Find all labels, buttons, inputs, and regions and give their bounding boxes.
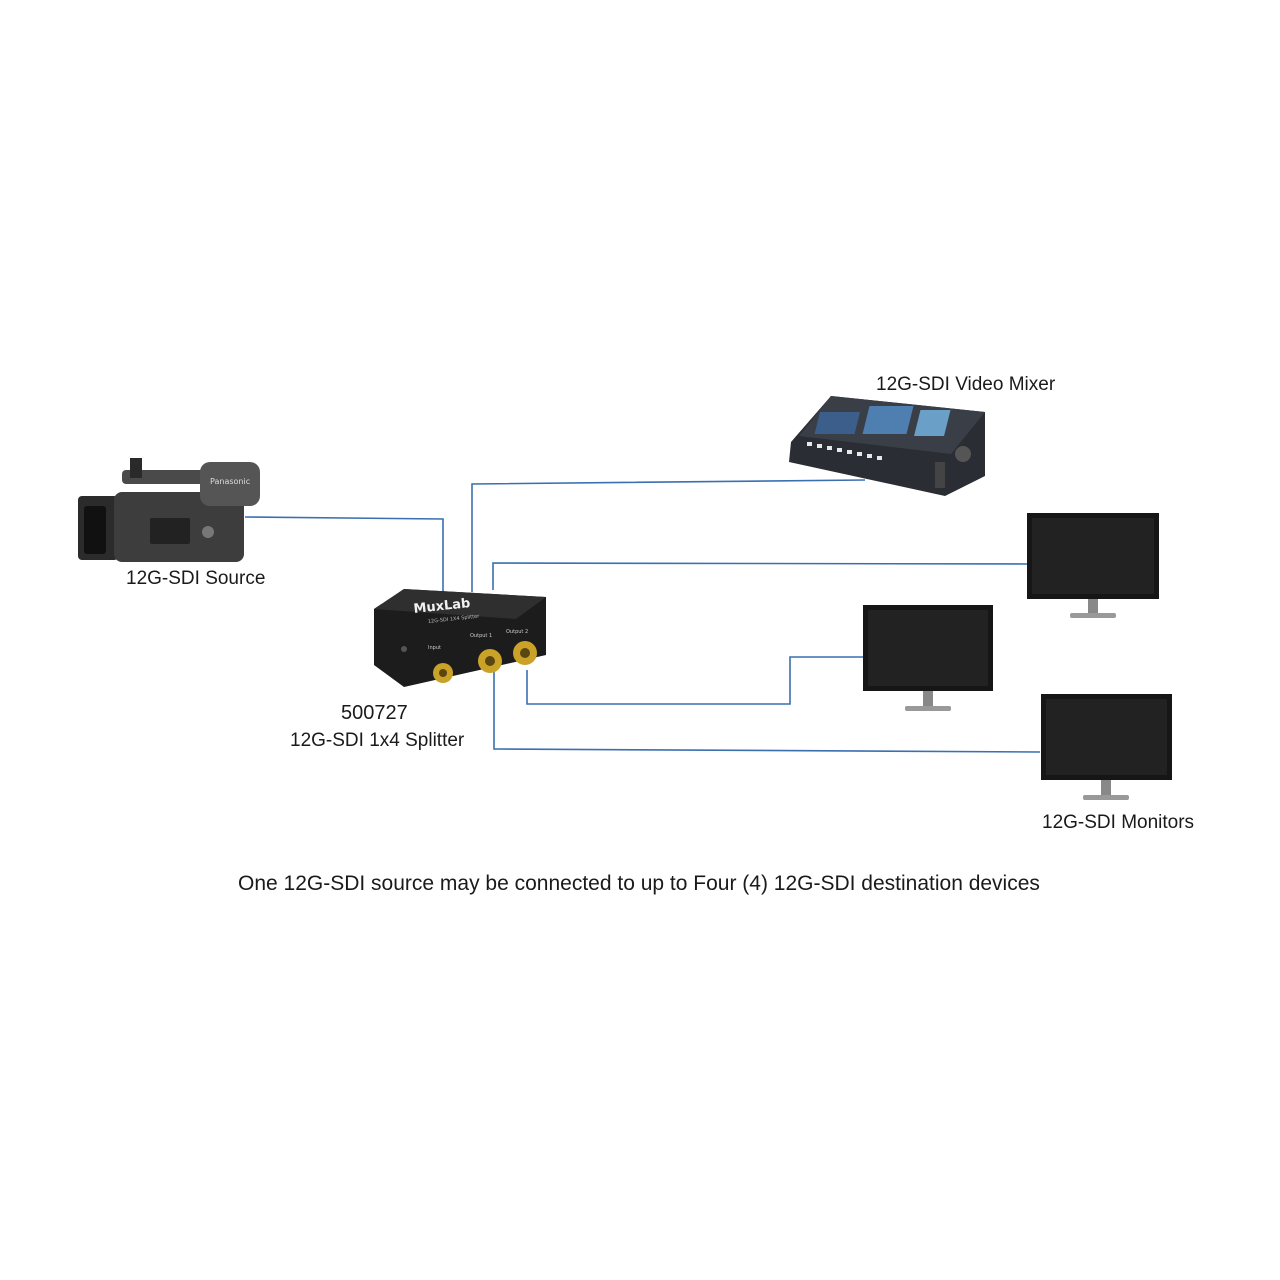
monitor-2-image [862,604,994,714]
monitors-label: 12G-SDI Monitors [1042,812,1194,834]
source-label: 12G-SDI Source [126,568,265,590]
monitor-3-image [1040,693,1173,803]
wire-output-to-monitor-1 [493,563,1028,590]
diagram-caption: One 12G-SDI source may be connected to u… [238,872,1040,896]
port-output2-print: Output 2 [506,629,528,635]
video-mixer-image [785,392,995,502]
camcorder-image: Panasonic [70,452,270,572]
mixer-label: 12G-SDI Video Mixer [876,374,1055,396]
splitter-device-image: MuxLab 12G-SDI 1X4 Splitter Input Output… [370,585,550,690]
port-output1-print: Output 1 [470,633,492,639]
model-number-label: 500727 [341,702,408,725]
camcorder-brand: Panasonic [210,477,250,486]
port-input-print: Input [428,645,441,651]
monitor-1-image [1026,512,1160,620]
wire-output-to-monitor-2 [527,657,863,704]
splitter-label: 12G-SDI 1x4 Splitter [290,730,464,752]
